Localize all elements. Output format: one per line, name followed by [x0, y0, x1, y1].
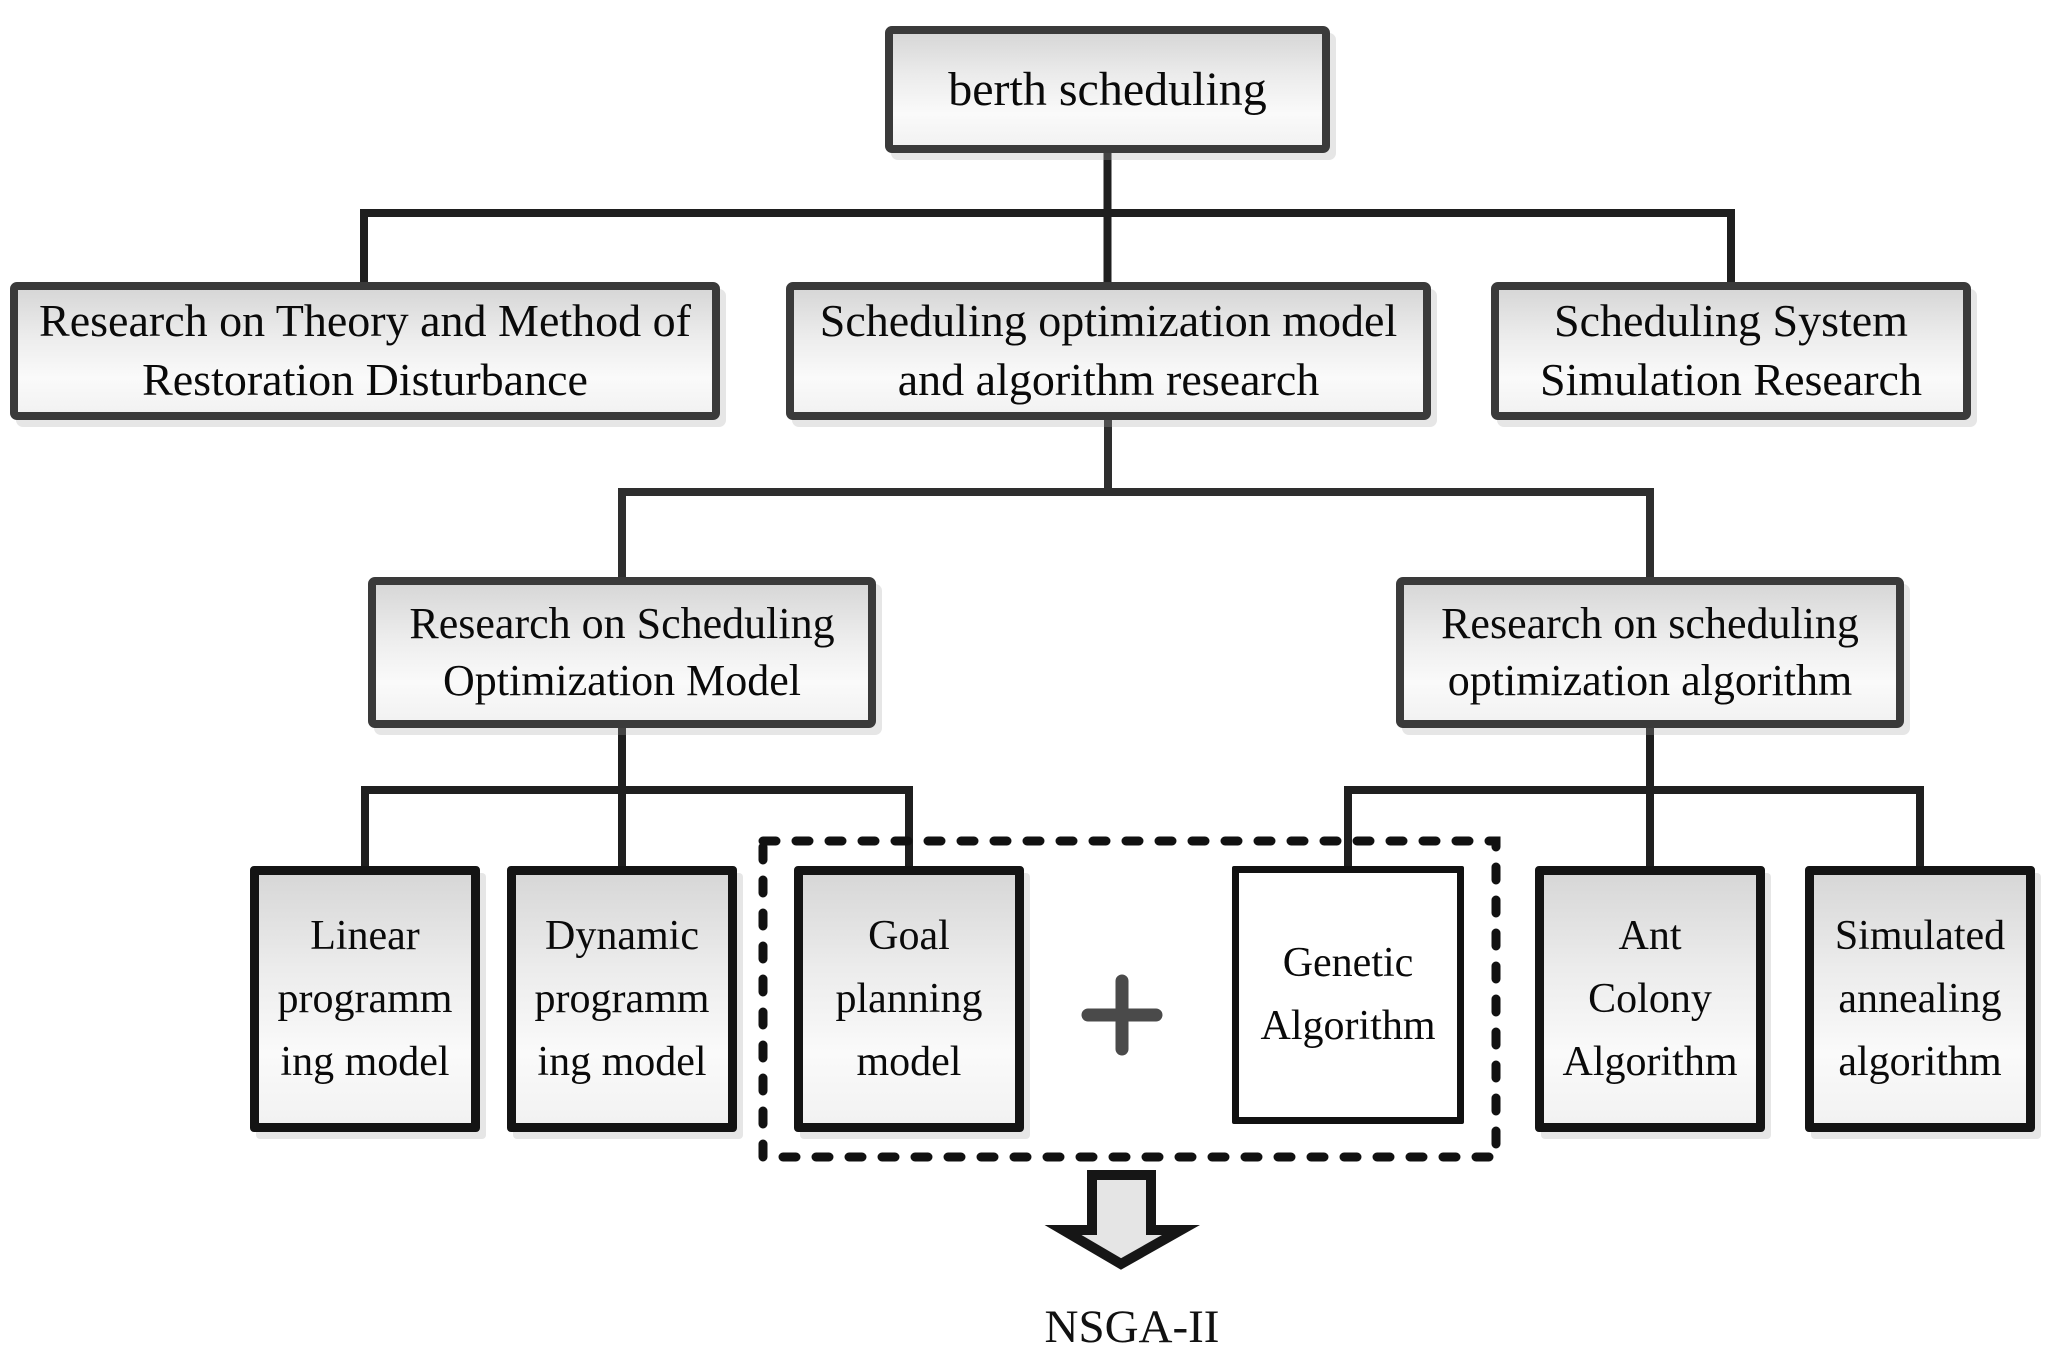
node-label: Ant Colony Algorithm [1562, 912, 1738, 1085]
node-label: Research on scheduling optimization algo… [1441, 599, 1859, 705]
node-simulation-research: Scheduling System Simulation Research [1491, 282, 1971, 420]
node-berth-scheduling: berth scheduling [885, 26, 1330, 153]
connector-opt-algo-to-leaves [1344, 727, 1924, 867]
node-simulated-annealing-algorithm: Simulated annealing algorithm [1805, 866, 2035, 1132]
node-label: Genetic Algorithm [1260, 940, 1436, 1049]
node-label: Simulated annealing algorithm [1834, 912, 2006, 1085]
node-label: Research on Scheduling Optimization Mode… [409, 599, 835, 705]
node-label: Research on Theory and Method of Restora… [39, 295, 691, 405]
connector-model-algo-to-level3 [618, 417, 1654, 578]
node-linear-programming-model: Linear programming model [250, 866, 480, 1132]
down-arrow-icon [1044, 1170, 1200, 1270]
node-scheduling-optimization-model: Research on Scheduling Optimization Mode… [368, 577, 876, 728]
node-model-and-algorithm-research: Scheduling optimization model and algori… [786, 282, 1431, 420]
result-label-nsga-ii: NSGA-II [1044, 1301, 1220, 1353]
node-ant-colony-algorithm: Ant Colony Algorithm [1535, 866, 1765, 1132]
node-label: Linear programming model [277, 912, 453, 1085]
plus-icon [1081, 974, 1163, 1056]
node-label: Scheduling optimization model and algori… [819, 295, 1398, 405]
node-label: Goal planning model [835, 912, 983, 1085]
node-scheduling-optimization-algorithm: Research on scheduling optimization algo… [1396, 577, 1904, 728]
node-label: Scheduling System Simulation Research [1540, 295, 1922, 405]
node-genetic-algorithm: Genetic Algorithm [1232, 866, 1464, 1124]
node-dynamic-programming-model: Dynamic programming model [507, 866, 737, 1132]
combination-group-outline [758, 836, 1501, 1162]
connector-root-to-level2 [360, 149, 1735, 282]
node-label: Dynamic programming model [534, 912, 710, 1085]
node-goal-planning-model: Goal planning model [794, 866, 1024, 1132]
node-label: berth scheduling [948, 63, 1267, 116]
connector-opt-model-to-leaves [361, 727, 913, 867]
node-restoration-disturbance: Research on Theory and Method of Restora… [10, 282, 720, 420]
